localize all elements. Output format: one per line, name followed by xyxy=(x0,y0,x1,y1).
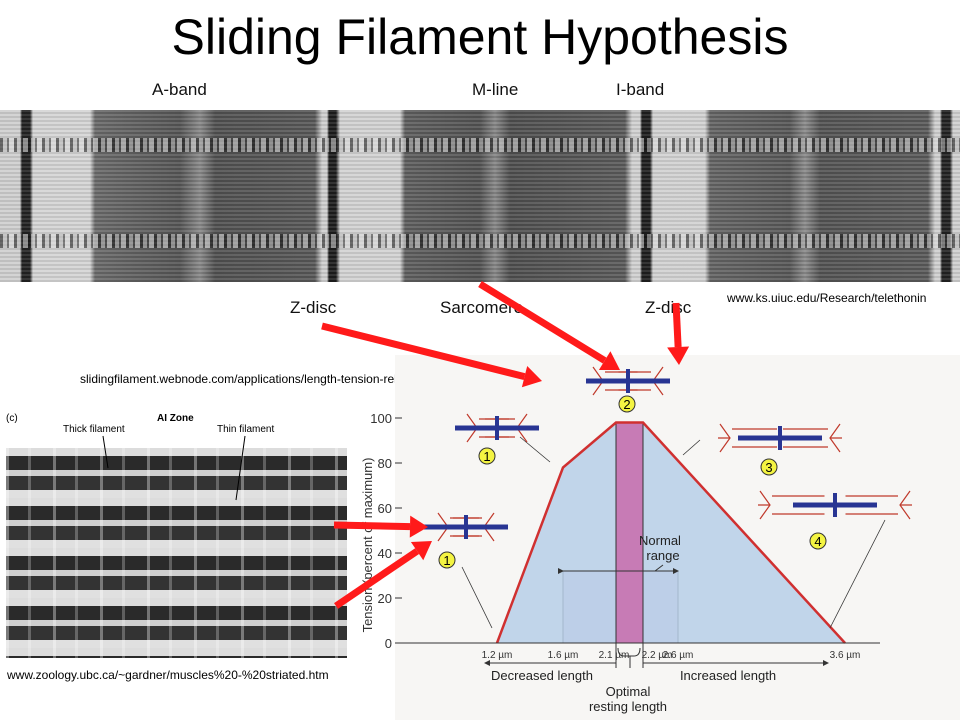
state-badge xyxy=(618,395,636,413)
x-tick-label: 2.6 µm xyxy=(663,650,694,661)
normal-label: Normal xyxy=(639,533,681,548)
red-arrow-shaft xyxy=(672,302,682,348)
panel-label: (c) xyxy=(6,413,18,424)
thick-filament-label: Thick filament xyxy=(63,424,125,435)
y-tick-label: 100 xyxy=(370,411,392,426)
red-arrow-head xyxy=(521,365,542,388)
leader-line xyxy=(829,519,886,629)
x-tick-label: 2.2 µm xyxy=(642,650,673,661)
sarcomere-label: Sarcomere xyxy=(440,298,524,317)
optimal-label: Optimal xyxy=(606,684,651,699)
range-label: range xyxy=(646,548,679,563)
i-band-label: I-band xyxy=(616,80,665,99)
filament-micrograph xyxy=(6,448,347,658)
x-tick-label: 3.6 µm xyxy=(830,650,861,661)
y-tick-label: 0 xyxy=(385,636,392,651)
normal-range-pointer xyxy=(654,564,664,572)
red-arrow-shaft xyxy=(478,281,607,364)
x-tick-label: 1.6 µm xyxy=(548,650,579,661)
y-tick-label: 20 xyxy=(378,591,392,606)
state-number: 2 xyxy=(623,397,630,412)
state-number: 1 xyxy=(483,449,490,464)
increased-length-label: Increased length xyxy=(680,668,776,683)
red-arrow-shaft xyxy=(333,521,411,531)
state-badge xyxy=(809,532,827,550)
z-line-actin xyxy=(783,423,842,453)
state-badge xyxy=(478,447,496,465)
sarcomere-icon: 1 xyxy=(424,512,508,569)
red-arrow-shaft xyxy=(321,322,526,381)
y-tick-label: 60 xyxy=(378,501,392,516)
electron-micrograph-sarcomere xyxy=(0,110,960,282)
red-arrow-head xyxy=(667,346,690,365)
thin-filament-label: Thin filament xyxy=(217,424,275,435)
z-line-actin xyxy=(718,423,777,453)
tension-area xyxy=(497,422,845,643)
red-arrow-head xyxy=(410,541,432,561)
red-arrow-head xyxy=(409,515,428,538)
optimal-band xyxy=(615,422,644,644)
state-number: 4 xyxy=(814,534,821,549)
leader-line xyxy=(519,436,551,463)
y-tick-label: 40 xyxy=(378,546,392,561)
z-line-actin xyxy=(845,490,912,520)
decreased-length-label: Decreased length xyxy=(491,668,593,683)
x-tick-label: 2.1 µm xyxy=(599,650,630,661)
y-tick-label: 80 xyxy=(378,456,392,471)
state-number: 3 xyxy=(765,460,772,475)
sarcomere-icon: 1 xyxy=(455,413,539,465)
m-line-label: M-line xyxy=(472,80,519,99)
x-tick-label: 1.2 µm xyxy=(482,650,513,661)
sarcomere-icon: 4 xyxy=(758,490,912,550)
state-number: 1 xyxy=(443,553,450,568)
slide-title: Sliding Filament Hypothesis xyxy=(171,9,789,65)
source-slidingfilament: slidingfilament.webnode.com/applications… xyxy=(80,372,449,386)
leader-line xyxy=(461,566,493,629)
leader-line xyxy=(682,439,701,456)
state-badge xyxy=(760,458,778,476)
source-zoology: www.zoology.ubc.ca/~gardner/muscles%20-%… xyxy=(7,668,329,682)
source-ks: www.ks.uiuc.edu/Research/telethonin xyxy=(727,291,927,305)
a-band-label: A-band xyxy=(152,80,207,99)
tension-curve xyxy=(495,421,846,644)
y-axis-label: Tension (percent of maximum) xyxy=(360,458,375,633)
state-badge xyxy=(438,551,456,569)
length-tension-chart: 0 20 40 60 80 100 1.2 µm 1.6 µm 2.1 µm 2.2 µm2.6 … xyxy=(370,411,886,668)
z-line-actin xyxy=(758,490,825,520)
red-arrow-shaft xyxy=(334,548,420,609)
sarcomere-icon: 3 xyxy=(718,423,842,476)
sarcomere-icon: 2 xyxy=(586,366,670,413)
resting-length-label: resting length xyxy=(589,699,667,714)
red-arrow-head xyxy=(598,351,620,370)
z-disc-left-label: Z-disc xyxy=(290,298,337,317)
optimal-brace xyxy=(617,647,641,668)
zone-label: AI Zone xyxy=(157,413,194,424)
